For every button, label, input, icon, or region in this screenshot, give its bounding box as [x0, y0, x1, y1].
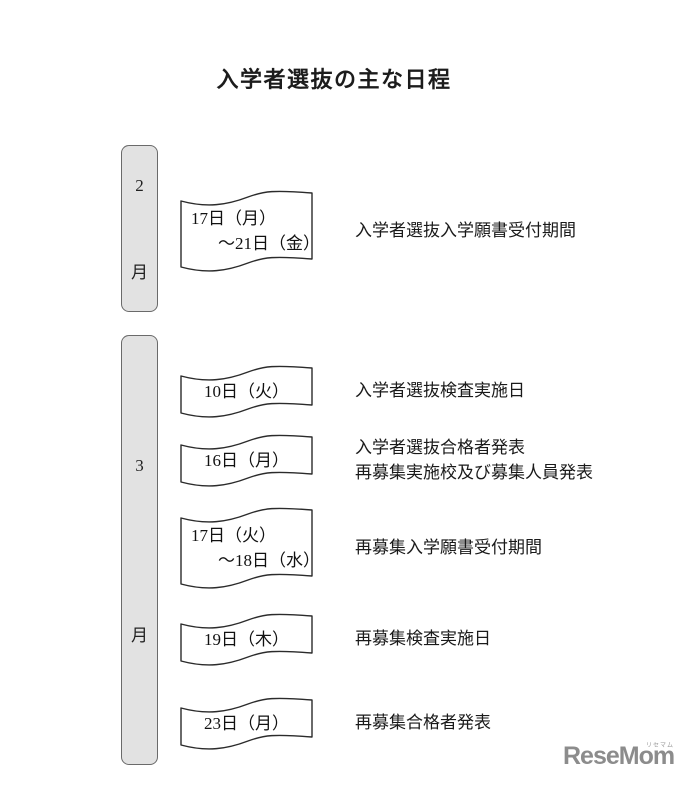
event-label-line1: 再募集検査実施日 — [355, 629, 491, 649]
scroll-banner-shape — [180, 190, 313, 272]
scroll-banner-shape — [180, 613, 313, 666]
event-date-line1: 17日（月） — [191, 209, 276, 228]
event-label-line2: 再募集実施校及び募集人員発表 — [355, 463, 593, 482]
event-date: 17日（月） ～21日（金） — [178, 188, 320, 274]
event-banner-mar-10: 10日（火） — [178, 363, 315, 419]
event-date: 10日（火） — [178, 363, 315, 419]
page-title: 入学者選抜の主な日程 — [216, 67, 452, 92]
month-number-march: 3 — [135, 456, 144, 475]
event-label-line1: 再募集入学願書受付期間 — [355, 538, 542, 558]
scroll-banner-shape — [180, 697, 313, 750]
event-label-feb-17-21: 入学者選抜入学願書受付期間 — [355, 188, 655, 274]
event-label-mar-17-18: 再募集入学願書受付期間 — [355, 505, 655, 591]
month-suffix-february: 月 — [131, 263, 148, 282]
event-label-line1: 入学者選抜入学願書受付期間 — [355, 221, 576, 241]
event-label-mar-16: 入学者選抜合格者発表 再募集実施校及び募集人員発表 — [355, 432, 655, 488]
event-label-line1: 入学者選抜合格者発表 — [355, 437, 525, 457]
event-date: 23日（月） — [178, 695, 315, 751]
event-banner-mar-23: 23日（月） — [178, 695, 315, 751]
event-banner-feb-17-21: 17日（月） ～21日（金） — [178, 188, 320, 274]
event-date-line1: 10日（火） — [204, 381, 289, 401]
month-bar-february: 2 月 — [121, 145, 158, 312]
month-bar-march: 3 月 — [121, 335, 158, 765]
event-label-mar-19: 再募集検査実施日 — [355, 611, 655, 667]
event-date: 16日（月） — [178, 432, 315, 488]
event-label-line1: 入学者選抜検査実施日 — [355, 381, 525, 401]
resemom-logo-text: ReseMom. — [563, 742, 675, 770]
event-label-mar-23: 再募集合格者発表 — [355, 695, 655, 751]
event-date-line2: ～18日（水） — [218, 551, 320, 570]
event-date: 19日（木） — [178, 611, 315, 667]
scroll-banner-shape — [180, 365, 313, 418]
month-suffix-march: 月 — [131, 626, 148, 645]
resemom-logo-ruby: リセマム — [646, 743, 675, 749]
resemom-logo: ReseMom. リセマム — [563, 742, 675, 771]
event-date-line2: ～21日（金） — [218, 234, 320, 253]
event-banner-mar-19: 19日（木） — [178, 611, 315, 667]
event-banner-mar-17-18: 17日（火） ～18日（水） — [178, 505, 320, 591]
event-banner-mar-16: 16日（月） — [178, 432, 315, 488]
event-date-line1: 23日（月） — [204, 713, 289, 733]
event-date-line1: 16日（月） — [204, 450, 289, 470]
scroll-banner-shape — [180, 507, 313, 589]
event-date-line1: 17日（火） — [191, 526, 276, 545]
scroll-banner-shape — [180, 434, 313, 487]
event-date: 17日（火） ～18日（水） — [178, 505, 320, 591]
month-number-february: 2 — [135, 176, 144, 195]
event-date-line1: 19日（木） — [204, 629, 289, 649]
event-label-mar-10: 入学者選抜検査実施日 — [355, 363, 655, 419]
event-label-line1: 再募集合格者発表 — [355, 713, 491, 733]
